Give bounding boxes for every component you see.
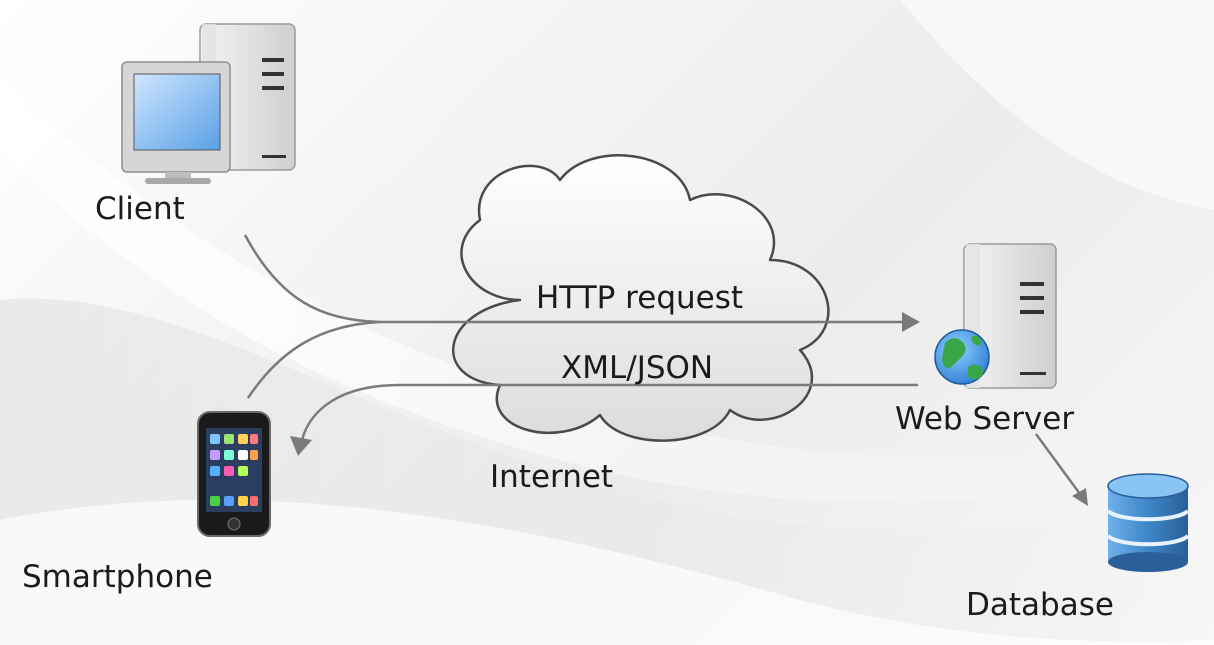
web-server-icon bbox=[934, 243, 1057, 389]
smartphone-label: Smartphone bbox=[22, 559, 213, 595]
client-label: Client bbox=[95, 191, 185, 227]
database-label: Database bbox=[966, 587, 1114, 623]
internet-label: Internet bbox=[490, 459, 614, 495]
swoosh-band bbox=[0, 499, 1214, 645]
desktop-computer-icon bbox=[121, 23, 296, 184]
http-request-label: HTTP request bbox=[536, 280, 744, 316]
internet-cloud-icon bbox=[452, 154, 830, 442]
web-server-label: Web Server bbox=[895, 401, 1075, 437]
swoosh-band bbox=[900, 0, 1214, 210]
smartphone-icon bbox=[197, 411, 271, 537]
globe-icon bbox=[934, 329, 990, 385]
request-arrow bbox=[243, 234, 920, 399]
response-arrow bbox=[290, 383, 918, 456]
database-arrow bbox=[1034, 433, 1088, 506]
database-icon bbox=[1106, 473, 1190, 572]
xml-json-label: XML/JSON bbox=[561, 350, 714, 386]
